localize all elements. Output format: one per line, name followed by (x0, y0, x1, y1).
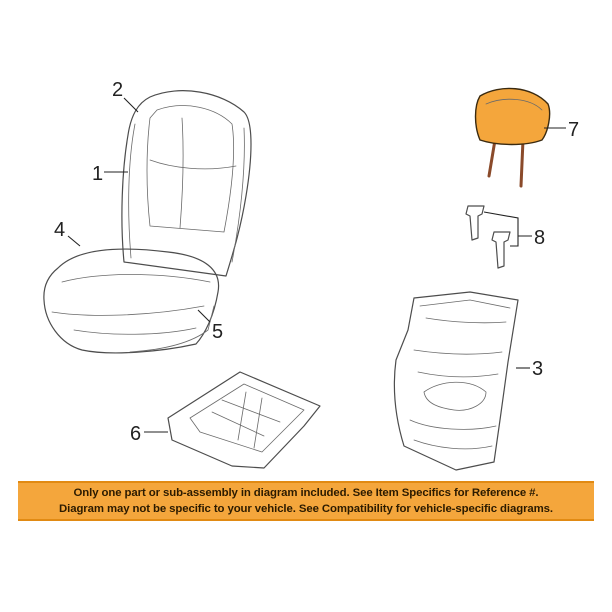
headrest-assembly (474, 87, 551, 188)
callout-6: 6 (130, 423, 141, 445)
seat-back-frame-assembly (393, 291, 519, 471)
leader-2 (123, 97, 139, 113)
seat-back-cross-seam (149, 159, 237, 170)
seat-back-center-seam (179, 117, 184, 229)
seat-back-inner-panel (146, 105, 234, 233)
callout-7: 7 (568, 119, 579, 141)
disclaimer-banner: Only one part or sub-assembly in diagram… (18, 481, 594, 521)
callout-8: 8 (534, 227, 545, 249)
seat-cushion-top-seam (61, 274, 211, 283)
seat-back-frame-top-bar (419, 299, 511, 324)
disclaimer-line-1: Only one part or sub-assembly in diagram… (73, 487, 539, 499)
seat-cushion-front-seam (51, 305, 205, 316)
callout-labels: 1 2 3 4 5 6 7 8 (54, 79, 579, 445)
seat-assembly (43, 90, 252, 354)
headrest-post-left (487, 138, 497, 178)
disclaimer-line-2: Diagram may not be specific to your vehi… (59, 503, 553, 515)
seat-back-frame-outline (393, 291, 519, 471)
leader-5 (197, 309, 211, 323)
callout-2: 2 (112, 79, 123, 101)
headrest-cushion (474, 87, 551, 146)
headrest-guide-lower (491, 231, 511, 269)
callout-5: 5 (212, 321, 223, 343)
leader-8 (483, 211, 532, 247)
seat-back-frame-bottom (409, 419, 497, 450)
callout-1: 1 (92, 163, 103, 185)
seat-cushion-outline (43, 248, 220, 354)
seat-cushion-frame (129, 305, 215, 353)
callout-3: 3 (532, 358, 543, 380)
seat-back-bolster-right (231, 127, 245, 263)
seat-back-frame-crossmember (413, 349, 503, 378)
cushion-pan-assembly (167, 371, 321, 469)
leader-lines (67, 97, 566, 433)
seat-back-frame-lumbar (423, 381, 487, 411)
headrest-guide-assembly (465, 205, 511, 269)
seat-cushion-side-seam (73, 327, 197, 335)
headrest-guide-upper (465, 205, 485, 241)
headrest-post-right (519, 138, 525, 188)
cushion-pan-inner (189, 383, 305, 453)
cushion-pan-outline (167, 371, 321, 469)
cushion-pan-ribs (211, 391, 281, 449)
seat-back-outline (121, 90, 252, 277)
callout-4: 4 (54, 219, 65, 241)
leader-4 (67, 235, 81, 247)
headrest-highlight-seam (485, 98, 543, 111)
seat-back-bolster-left (128, 123, 136, 259)
